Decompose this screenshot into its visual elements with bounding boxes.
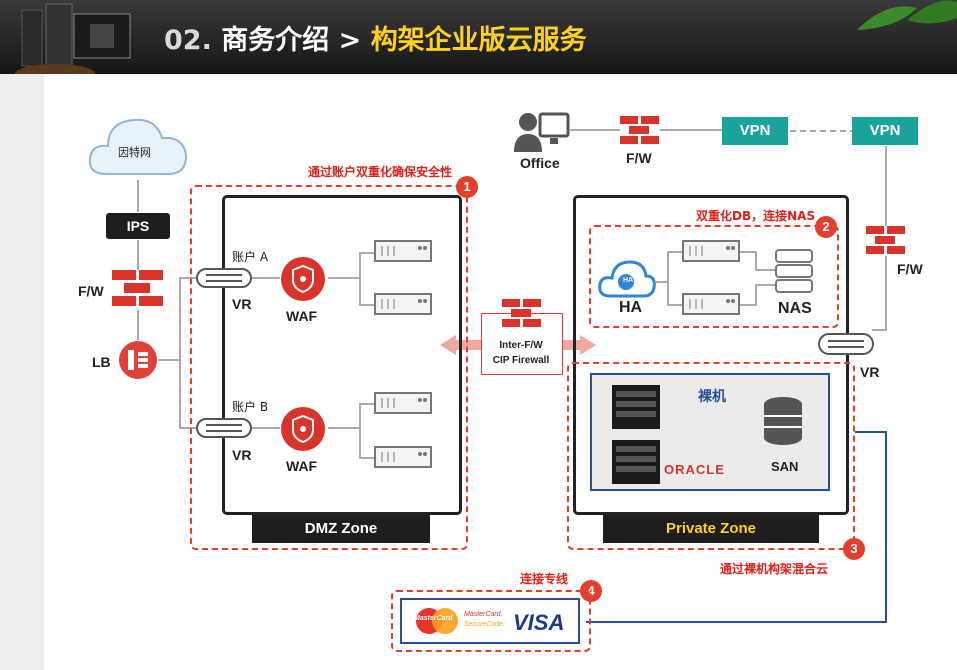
title-number: 02. bbox=[164, 25, 212, 56]
firewall-icon bbox=[502, 299, 541, 327]
mastercard-logo-icon bbox=[416, 608, 458, 634]
firewall-icon bbox=[620, 116, 659, 144]
router-icon bbox=[196, 418, 252, 438]
callout-3-badge: 3 bbox=[843, 538, 865, 560]
vpn-left-box: VPN bbox=[722, 117, 788, 145]
ha-label: HA bbox=[619, 299, 643, 316]
callout-3-region bbox=[567, 362, 855, 550]
callout-4-region bbox=[391, 590, 591, 652]
waf-a-label: WAF bbox=[286, 308, 318, 324]
office-label: Office bbox=[520, 155, 560, 171]
firewall-icon bbox=[866, 226, 905, 254]
ha-cloud-icon bbox=[598, 260, 656, 298]
cloud-label: 因特网 bbox=[118, 146, 151, 159]
baremetal-server-icon bbox=[612, 385, 660, 429]
callout-1-region bbox=[190, 185, 468, 550]
visa-logo: VISA bbox=[513, 610, 565, 635]
inter-fw-label-1: Inter-F/W bbox=[499, 340, 543, 351]
fw-top-label: F/W bbox=[626, 150, 652, 166]
waf-b-label: WAF bbox=[286, 458, 318, 474]
callout-4-text: 连接专线 bbox=[520, 572, 569, 586]
nas-label: NAS bbox=[778, 300, 812, 317]
arrow-right-icon bbox=[562, 335, 596, 355]
router-icon bbox=[818, 333, 874, 355]
vr-a-label: VR bbox=[232, 296, 252, 312]
nas-icon bbox=[775, 249, 813, 293]
mastercard-secure-2: SecureCode. bbox=[464, 621, 505, 628]
private-zone-label: Private Zone bbox=[603, 515, 819, 543]
ips-box: IPS bbox=[106, 213, 170, 239]
ha-icon-text: HA bbox=[622, 277, 634, 284]
callout-1-text: 通过账户双重化确保安全性 bbox=[308, 165, 453, 179]
firewall-icon bbox=[112, 270, 163, 306]
oracle-logo: ORACLE bbox=[664, 462, 725, 477]
callout-4-badge: 4 bbox=[580, 580, 602, 602]
lb-label: LB bbox=[92, 354, 111, 370]
office-user-icon bbox=[514, 112, 570, 152]
dmz-zone-box bbox=[222, 195, 462, 515]
vr-right-label: VR bbox=[860, 364, 880, 380]
title-highlight: 构架企业版云服务 bbox=[370, 25, 587, 56]
inter-fw-box bbox=[481, 313, 563, 375]
page-title: 02. 商务介绍 > 构架企业版云服务 bbox=[164, 18, 587, 57]
callout-2-badge: 2 bbox=[815, 216, 837, 238]
title-prefix: 商务介绍 > bbox=[221, 25, 371, 56]
fw-right-label: F/W bbox=[897, 261, 923, 277]
leaf-decoration-icon bbox=[857, 0, 957, 30]
waf-shield-icon bbox=[281, 257, 325, 301]
mastercard-text: MasterCard bbox=[414, 615, 453, 622]
callout-2-text: 双重化DB，连接NAS bbox=[696, 209, 816, 223]
server-icon bbox=[682, 240, 740, 262]
vpn-right-box: VPN bbox=[852, 117, 918, 145]
san-database-icon bbox=[764, 397, 802, 445]
san-label: SAN bbox=[771, 459, 799, 474]
vr-b-label: VR bbox=[232, 447, 252, 463]
inter-fw-label-2: CIP Firewall bbox=[492, 355, 550, 366]
router-icon bbox=[196, 268, 252, 288]
callout-3-text: 通过裸机构架混合云 bbox=[720, 562, 829, 576]
private-zone-box bbox=[573, 195, 849, 515]
server-icon bbox=[374, 392, 432, 414]
server-icon bbox=[374, 446, 432, 468]
callout-2-region bbox=[589, 225, 839, 328]
baremetal-label: 裸机 bbox=[698, 389, 726, 405]
server-icon bbox=[682, 293, 740, 315]
left-sidebar-strip bbox=[0, 74, 44, 670]
waf-shield-icon bbox=[281, 407, 325, 451]
account-a-label: 账户 A bbox=[232, 250, 269, 264]
server-icon bbox=[374, 240, 432, 262]
cloud-icon bbox=[88, 118, 188, 175]
callout-1-badge: 1 bbox=[456, 176, 478, 198]
server-photo-icon bbox=[15, 3, 131, 74]
fw-left-label: F/W bbox=[78, 283, 104, 299]
baremetal-server-icon bbox=[612, 440, 660, 484]
mastercard-secure-1: MasterCard. bbox=[464, 611, 503, 618]
dmz-zone-label: DMZ Zone bbox=[252, 515, 430, 543]
header-bar: 02. 商务介绍 > 构架企业版云服务 bbox=[0, 0, 957, 74]
lb-icon bbox=[119, 341, 157, 379]
account-b-label: 账户 B bbox=[232, 400, 269, 414]
server-icon bbox=[374, 293, 432, 315]
